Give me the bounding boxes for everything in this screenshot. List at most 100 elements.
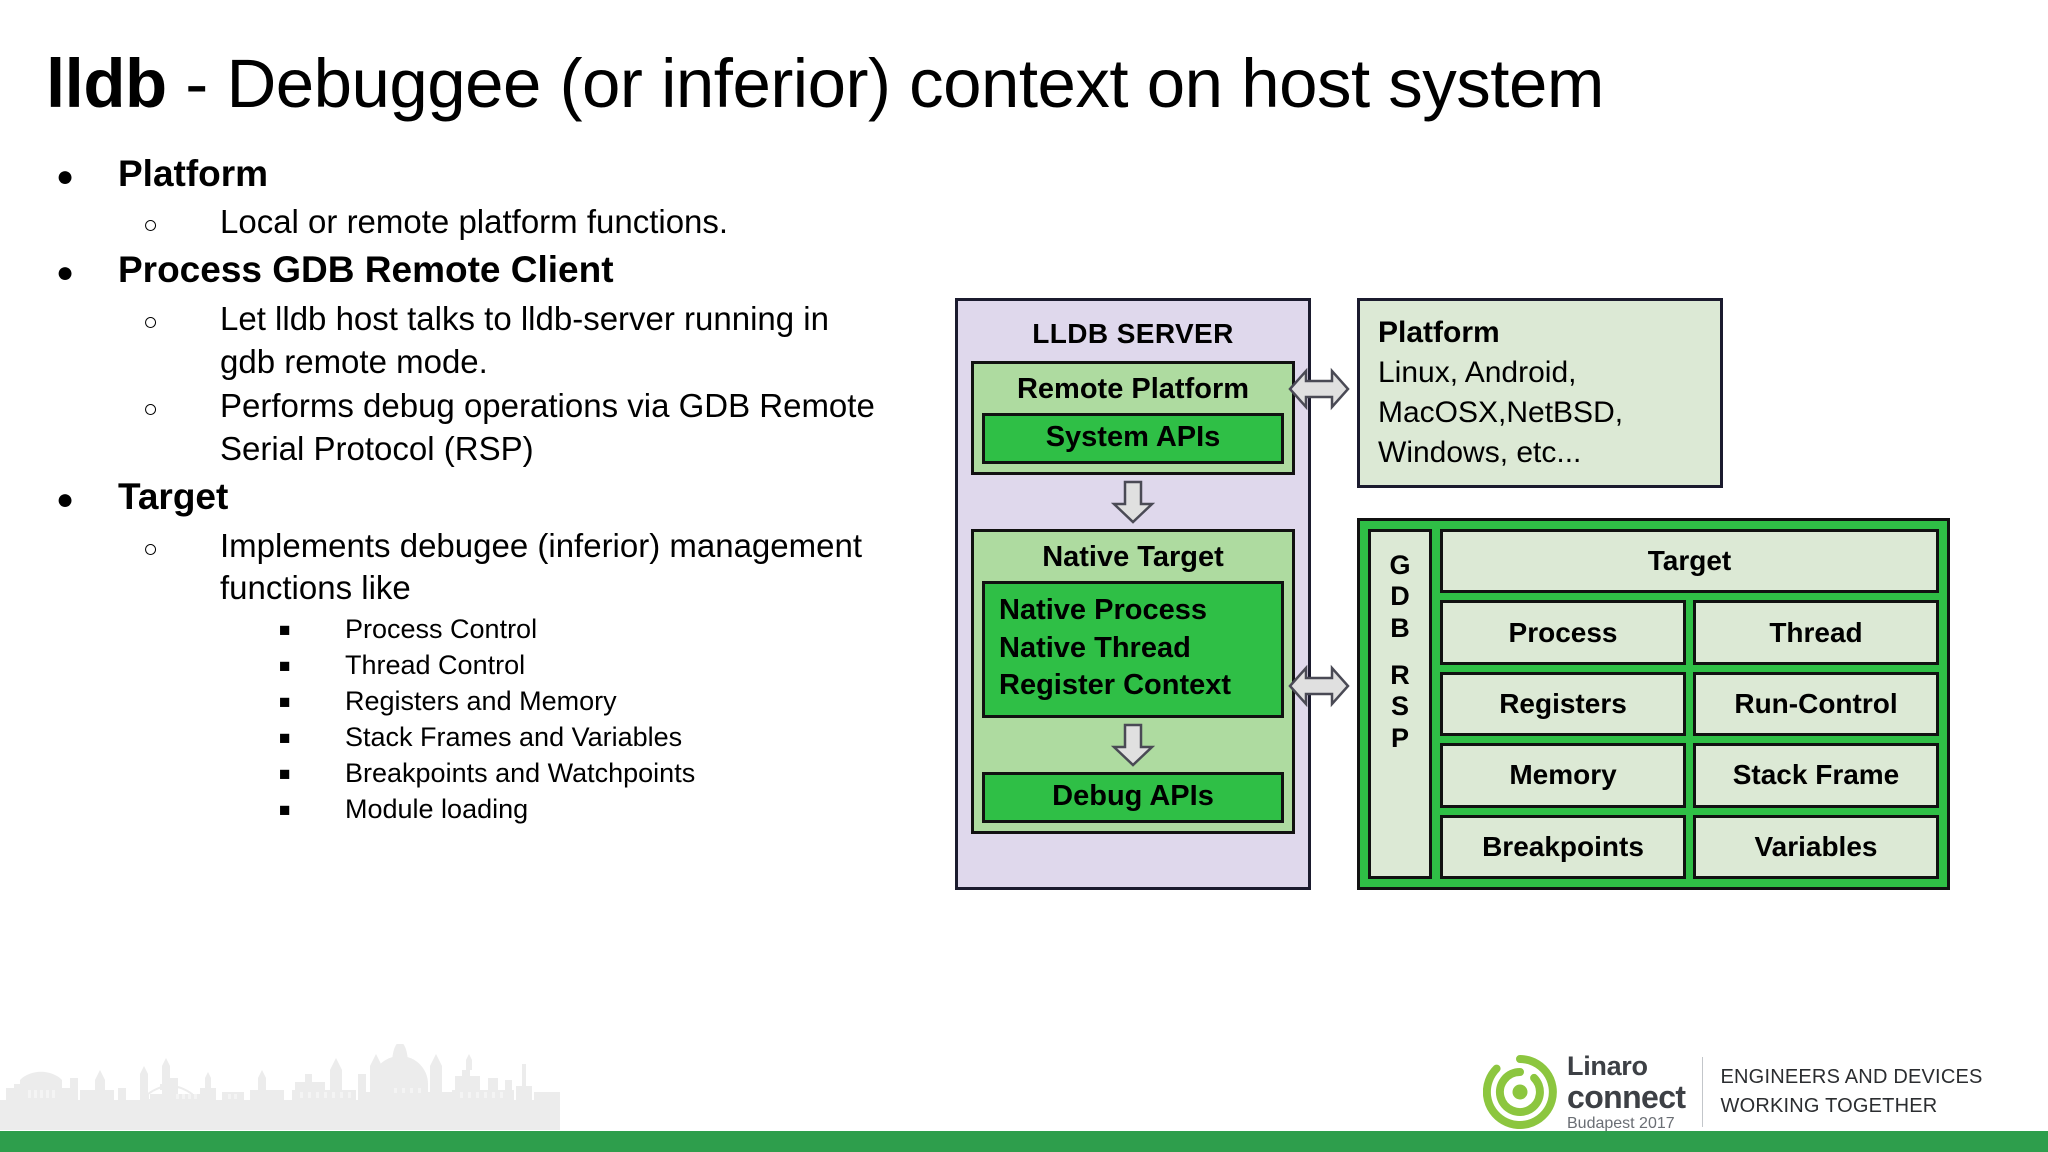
- native-target-card: Native Target Native Process Native Thre…: [971, 529, 1295, 835]
- linaro-brand-line3: Budapest 2017: [1567, 1114, 1675, 1132]
- down-arrow-icon: [1110, 723, 1156, 767]
- lldb-server-title: LLDB SERVER: [1032, 318, 1234, 349]
- bullet-item-label: Performs debug operations via GDB Remote…: [220, 387, 875, 468]
- tagline-line-2: WORKING TOGETHER: [1720, 1095, 1938, 1117]
- double-arrow-icon: [1288, 367, 1350, 411]
- bullet-item-level1: ● Process GDB Remote Client: [56, 246, 956, 293]
- linaro-tagline: ENGINEERS AND DEVICES WORKING TOGETHER: [1721, 1063, 1983, 1121]
- remote-platform-card: Remote Platform System APIs: [971, 361, 1295, 475]
- down-arrow-icon: [1110, 480, 1156, 524]
- gdb-rsp-cell: Registers: [1440, 671, 1686, 737]
- register-context-line: Register Context: [999, 669, 1232, 702]
- bullet-item-level3: ■ Registers and Memory: [56, 684, 956, 720]
- gdb-rsp-letter: P: [1390, 722, 1409, 753]
- page-title-emphasis: lldb: [46, 45, 167, 122]
- gdb-rsp-cell: Memory: [1440, 743, 1686, 808]
- gdb-rsp-cell: Breakpoints: [1440, 814, 1686, 880]
- native-target-title: Native Target: [1042, 541, 1224, 573]
- bullet-item-level3: ■ Process Control: [56, 612, 956, 648]
- page-title: lldb - Debuggee (or inferior) context on…: [46, 45, 2006, 122]
- bullet-item-level2: ○ Local or remote platform functions.: [56, 201, 956, 244]
- gdb-rsp-cell: Stack Frame: [1693, 743, 1939, 808]
- bullet-item-label: Platform: [118, 153, 269, 194]
- linaro-wordmark: Linaro connect Budapest 2017: [1567, 1050, 1686, 1132]
- bullet-marker-icon: ■: [279, 728, 291, 750]
- double-arrow-icon: [1288, 664, 1350, 708]
- linaro-brand-line2: connect: [1567, 1078, 1686, 1115]
- remote-platform-title: Remote Platform: [1016, 373, 1250, 405]
- gdb-rsp-cell: Run-Control: [1693, 671, 1939, 737]
- bullet-item-label: Implements debugee (inferior) management…: [220, 526, 863, 607]
- logo-divider: [1701, 1057, 1703, 1127]
- bullet-item-label: Thread Control: [345, 650, 526, 681]
- footer-accent-bar: [0, 1131, 2048, 1152]
- bullet-item-level3: ■ Breakpoints and Watchpoints: [56, 756, 956, 792]
- bullet-marker-icon: ■: [279, 656, 291, 678]
- gdb-rsp-cell: Thread: [1693, 600, 1939, 665]
- gdb-rsp-letter: D: [1390, 581, 1410, 612]
- bullet-list: ● Platform ○ Local or remote platform funct…: [56, 150, 956, 828]
- bullet-item-level3: ■ Thread Control: [56, 648, 956, 684]
- bullet-item-level1: ● Platform: [56, 150, 956, 197]
- gdb-rsp-cell: Target: [1440, 529, 1939, 594]
- bullet-marker-icon: ○: [143, 534, 159, 563]
- platform-os-line-3: Windows, etc...: [1378, 435, 1582, 469]
- budapest-skyline-graphic: [0, 1044, 560, 1130]
- platform-os-line-2: MacOSX,NetBSD,: [1378, 395, 1624, 429]
- bullet-item-level2: ○ Let lldb host talks to lldb-server runn…: [56, 298, 956, 384]
- page-title-rest: - Debuggee (or inferior) context on host…: [166, 45, 1604, 122]
- native-process-line: Native Process: [999, 594, 1207, 626]
- bullet-item-label: Let lldb host talks to lldb-server runni…: [220, 299, 829, 380]
- bullet-item-label: Registers and Memory: [345, 686, 617, 717]
- platform-box-heading: Platform: [1378, 316, 1500, 349]
- bullet-item-label: Module loading: [345, 793, 529, 824]
- gdb-rsp-cell: Variables: [1693, 814, 1939, 880]
- native-thread-line: Native Thread: [999, 631, 1191, 664]
- linaro-connect-logo: Linaro connect Budapest 2017 ENGINEERS A…: [1483, 1050, 1983, 1134]
- linaro-brand-line1: Linaro: [1567, 1050, 1648, 1081]
- debug-apis-band: Debug APIs: [982, 772, 1284, 824]
- native-target-block: Native Process Native Thread Register Co…: [982, 581, 1284, 719]
- platform-os-line-1: Linux, Android,: [1378, 355, 1577, 389]
- bullet-marker-icon: ●: [56, 483, 75, 517]
- linaro-spiral-icon: [1483, 1055, 1557, 1129]
- gdb-rsp-letter: S: [1390, 691, 1409, 722]
- bullet-item-label: Target: [118, 476, 229, 518]
- bullet-marker-icon: ●: [56, 256, 75, 290]
- tagline-line-1: ENGINEERS AND DEVICES: [1720, 1066, 1983, 1088]
- gdb-rsp-letter: R: [1390, 659, 1410, 690]
- gdb-rsp-cell: Process: [1440, 600, 1686, 665]
- bullet-marker-icon: ○: [143, 307, 159, 336]
- bullet-item-label: Process Control: [345, 614, 538, 645]
- bullet-marker-icon: ■: [279, 763, 291, 785]
- bullet-item-label: Process GDB Remote Client: [118, 249, 614, 291]
- letter-gap: [1371, 644, 1429, 660]
- bullet-item-label: Local or remote platform functions.: [220, 203, 729, 241]
- bullet-marker-icon: ■: [279, 692, 291, 714]
- gdb-rsp-row: Target: [1440, 529, 1939, 594]
- system-apis-band: System APIs: [982, 413, 1284, 464]
- bullet-item-level1: ● Target: [56, 473, 956, 520]
- lldb-server-panel: LLDB SERVER Remote Platform System APIs …: [955, 298, 1311, 890]
- platform-box: Platform Linux, Android, MacOSX,NetBSD, …: [1357, 298, 1723, 488]
- bullet-item-level3: ■ Stack Frames and Variables: [56, 720, 956, 756]
- bullet-item-level2: ○ Implements debugee (inferior) managemen…: [56, 525, 956, 611]
- gdb-rsp-letter: G: [1389, 550, 1411, 580]
- gdb-rsp-letter: B: [1390, 612, 1410, 643]
- bullet-marker-icon: ●: [56, 160, 75, 193]
- bullet-marker-icon: ■: [279, 799, 291, 821]
- bullet-item-label: Breakpoints and Watchpoints: [345, 757, 696, 788]
- bullet-marker-icon: ○: [143, 211, 159, 240]
- bullet-item-level2: ○ Performs debug operations via GDB Remot…: [56, 385, 956, 471]
- bullet-marker-icon: ■: [279, 620, 291, 642]
- bullet-marker-icon: ○: [143, 395, 159, 424]
- bullet-item-level3: ■ Module loading: [56, 792, 956, 828]
- bullet-item-label: Stack Frames and Variables: [345, 722, 683, 753]
